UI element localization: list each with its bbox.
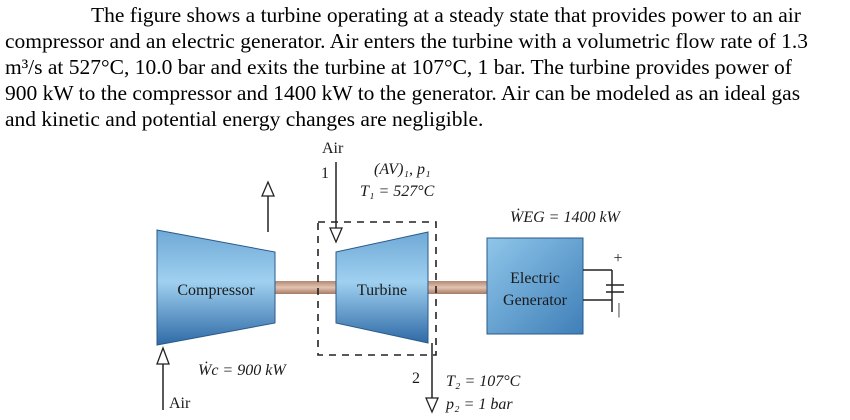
problem-statement: The figure shows a turbine operating at …: [5, 2, 850, 132]
compressor-label: Compressor: [177, 282, 255, 299]
problem-line-4: 900 kW to the compressor and 1400 kW to …: [5, 81, 801, 105]
control-volume-boundary: [317, 221, 437, 356]
inlet-temperature-label: T₁ = 527°C: [360, 183, 435, 200]
generator-terminals: [583, 269, 624, 312]
plus-sign: +: [613, 250, 622, 267]
generator-label-line2: Generator: [503, 292, 568, 309]
inlet-flow-label: (AV)₁, p₁: [374, 161, 431, 178]
problem-line-5: and kinetic and potential energy changes…: [5, 107, 484, 131]
turbine-inlet-air-label: Air: [322, 140, 344, 157]
shaft-compressor-turbine: [262, 281, 338, 294]
compressor-outlet-arrow-icon: [261, 180, 275, 232]
state-1-number: 1: [321, 165, 329, 182]
problem-line-2: compressor and an electric generator. Ai…: [5, 29, 808, 53]
exit-pressure-label: p₂ = 1 bar: [445, 396, 513, 413]
compressor-inlet-arrow-icon: [156, 346, 170, 410]
turbine-body: [335, 231, 429, 344]
state-2-number: 2: [412, 370, 420, 387]
generator-label-line1: Electric: [510, 270, 560, 287]
problem-line-1: The figure shows a turbine operating at …: [91, 3, 801, 27]
minus-sign: |: [617, 301, 620, 318]
turbine-label: Turbine: [357, 282, 407, 299]
shaft-turbine-generator: [428, 281, 488, 294]
problem-line-3: m³/s at 527°C, 10.0 bar and exits the tu…: [5, 55, 792, 79]
exit-temperature-label: T₂ = 107°C: [446, 373, 521, 390]
electric-generator-body: [486, 237, 584, 335]
compressor-body: [156, 229, 276, 346]
compressor-power-label: Ẇc = 900 kW: [198, 361, 287, 379]
turbine-exit-arrow-icon: [425, 343, 439, 414]
compressor-inlet-air-label: Air: [169, 395, 191, 412]
turbine-inlet-arrow-icon: [329, 162, 343, 244]
generator-power-label: ẆEG = 1400 kW: [510, 208, 622, 226]
